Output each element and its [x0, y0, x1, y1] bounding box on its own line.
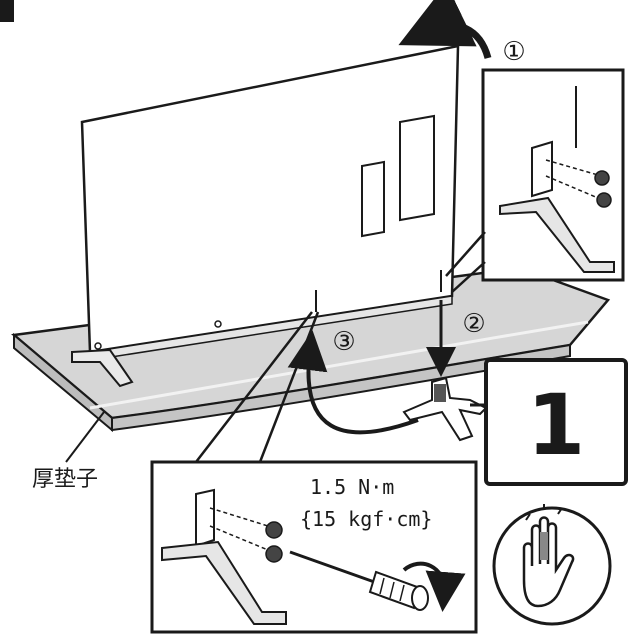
- stand-foot-post: [434, 384, 446, 402]
- callout-line-bottom-1: [195, 311, 313, 463]
- step-number-box: [484, 358, 628, 486]
- left-stand-foot: [71, 348, 134, 388]
- corner-mark: [0, 0, 14, 22]
- screw-holes: [315, 270, 442, 312]
- inset-top-right: [481, 68, 625, 282]
- step-marker-3: ③: [332, 327, 355, 357]
- torque-value-kgf: {15 kgf·cm}: [300, 507, 432, 531]
- screwdriver-icon: [289, 550, 429, 611]
- step-marker-2: ②: [462, 309, 485, 339]
- callout-line-top-2: [451, 261, 486, 293]
- torque-value: 1.5 N·m: [310, 475, 394, 499]
- cushion-label: 厚垫子: [32, 467, 98, 492]
- cushion-leader-line: [65, 411, 105, 463]
- rotate-arrow-icon: [402, 561, 466, 612]
- move-arrow: [287, 330, 419, 435]
- stand-foot-piece: [402, 376, 488, 442]
- tilt-arrow: [398, 0, 492, 60]
- callout-line-top: [445, 231, 486, 277]
- callout-line-bottom-2: [258, 311, 320, 463]
- step-marker-1: ①: [502, 37, 525, 67]
- hand-caution-icon: [492, 504, 612, 626]
- tv-panel: [80, 44, 460, 361]
- step-number: 1: [527, 376, 585, 474]
